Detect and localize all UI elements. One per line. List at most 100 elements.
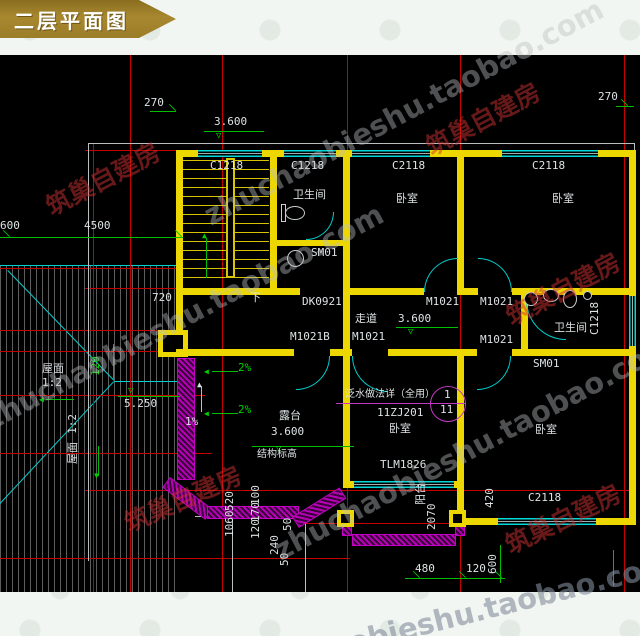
room-label-terrace: 露台 bbox=[279, 409, 301, 422]
window-label: C2118 bbox=[528, 491, 562, 504]
slope-arrow-line bbox=[98, 446, 99, 476]
dim-label: 270 bbox=[598, 90, 618, 103]
note-atlas: 11ZJ201 bbox=[377, 406, 424, 419]
wall-bath-inner bbox=[276, 240, 343, 246]
dim-label: 2070 bbox=[425, 503, 438, 531]
slope-arrow-line bbox=[46, 399, 74, 400]
level-label: 5.250 bbox=[124, 397, 158, 410]
slope-label: 2% bbox=[238, 403, 252, 416]
balcony-corner-column bbox=[449, 510, 466, 527]
axis-line bbox=[130, 55, 131, 592]
outline-line bbox=[88, 143, 634, 144]
stair-direction-label: 下 bbox=[250, 291, 261, 304]
dim-label: 120 bbox=[89, 356, 102, 376]
axis-line bbox=[0, 268, 178, 269]
balcony-corner-column bbox=[337, 510, 354, 527]
stair-rail bbox=[226, 158, 235, 278]
slope-label: 1% bbox=[185, 415, 199, 428]
window-label: C1218 bbox=[291, 159, 325, 172]
axis-line bbox=[222, 55, 223, 592]
stair-direction-line bbox=[206, 238, 207, 278]
dim-line bbox=[616, 106, 634, 107]
door-label: M1021B bbox=[290, 330, 330, 343]
dim-label: 720 bbox=[152, 291, 172, 304]
door-label: M1021 bbox=[426, 295, 460, 308]
axis-line bbox=[85, 490, 636, 491]
window-c1218 bbox=[198, 150, 262, 157]
dim-label: 1060 bbox=[223, 510, 236, 538]
arrow-down-icon: ▼ bbox=[94, 471, 99, 480]
axis-line bbox=[93, 143, 94, 592]
toilet-icon bbox=[563, 290, 577, 308]
roof-ridge-line bbox=[114, 381, 178, 382]
door-label: SM01 bbox=[311, 246, 338, 259]
detail-leader-line bbox=[336, 403, 432, 404]
arrow-up-icon: ▲ bbox=[197, 380, 202, 389]
dim-line bbox=[150, 111, 176, 112]
window-label: C1218 bbox=[588, 301, 601, 335]
roof-hatch bbox=[0, 266, 178, 592]
level-label: 3.600 bbox=[398, 312, 432, 325]
level-line bbox=[396, 327, 458, 328]
room-label-bedroom: 卧室 bbox=[535, 423, 557, 436]
wall-interior bbox=[343, 150, 350, 356]
axis-line bbox=[624, 55, 625, 592]
room-label-bedroom: 卧室 bbox=[396, 192, 418, 205]
wall-corridor-top bbox=[176, 288, 636, 295]
shower-icon bbox=[524, 292, 538, 306]
window-label: C2118 bbox=[392, 159, 426, 172]
shower-icon bbox=[287, 250, 304, 267]
dim-label: 520 bbox=[223, 491, 236, 511]
terrace-railing bbox=[177, 358, 195, 480]
dim-label: 270 bbox=[144, 96, 164, 109]
dim-label: 600 bbox=[486, 554, 499, 574]
level-label: 3.600 bbox=[214, 115, 248, 128]
window-c2118 bbox=[352, 150, 430, 157]
window-c1218 bbox=[284, 150, 336, 157]
level-icon: ▽ bbox=[216, 131, 222, 141]
dim-line bbox=[405, 578, 505, 579]
door-opening bbox=[294, 349, 330, 356]
toilet-icon bbox=[285, 206, 305, 220]
dim-label: 120 bbox=[249, 519, 262, 539]
door-label: M1021 bbox=[480, 295, 514, 308]
wall-interior bbox=[457, 355, 464, 531]
balcony-door-tlm1826 bbox=[354, 481, 454, 488]
roof-label: 屋面 bbox=[66, 442, 79, 464]
faucet-icon bbox=[583, 291, 592, 300]
level-label: 3.600 bbox=[271, 425, 305, 438]
outline-line bbox=[88, 143, 89, 561]
room-label-corridor: 走道 bbox=[355, 312, 377, 325]
detail-bubble bbox=[430, 386, 466, 422]
level-line bbox=[252, 446, 354, 447]
room-label-bath: 卫生间 bbox=[554, 321, 587, 334]
door-label: TLM1826 bbox=[380, 458, 427, 471]
dim-label: 50 bbox=[278, 552, 291, 566]
level-line bbox=[118, 396, 180, 397]
slope-arrow-line bbox=[212, 371, 238, 372]
dim-line bbox=[500, 545, 501, 583]
wall-corridor-bottom bbox=[176, 349, 636, 356]
basin-icon bbox=[543, 289, 559, 302]
axis-line bbox=[0, 558, 350, 559]
title-banner: 二层平面图 bbox=[0, 0, 176, 38]
dim-label: 420 bbox=[483, 488, 496, 508]
note-label: 结构标高 bbox=[257, 449, 297, 460]
door-label: M1021 bbox=[480, 333, 514, 346]
roof-slope-label: 1:2 bbox=[42, 376, 62, 389]
arrow-left-icon: ◀ bbox=[39, 395, 44, 404]
level-line bbox=[204, 131, 264, 132]
slope-label: 2% bbox=[238, 361, 252, 374]
arrow-left-icon: ◀ bbox=[204, 409, 209, 418]
dim-label: 120 bbox=[466, 562, 486, 575]
door-opening bbox=[352, 349, 388, 356]
door-opening-dk0921 bbox=[300, 288, 344, 295]
door-label: DK0921 bbox=[302, 295, 342, 308]
dim-label: 600 bbox=[0, 219, 20, 232]
dim-line bbox=[613, 550, 614, 586]
dim-label: 50 bbox=[281, 517, 294, 531]
dim-line bbox=[0, 237, 183, 238]
slope-arrow-line bbox=[212, 413, 238, 414]
window-label: C2118 bbox=[532, 159, 566, 172]
